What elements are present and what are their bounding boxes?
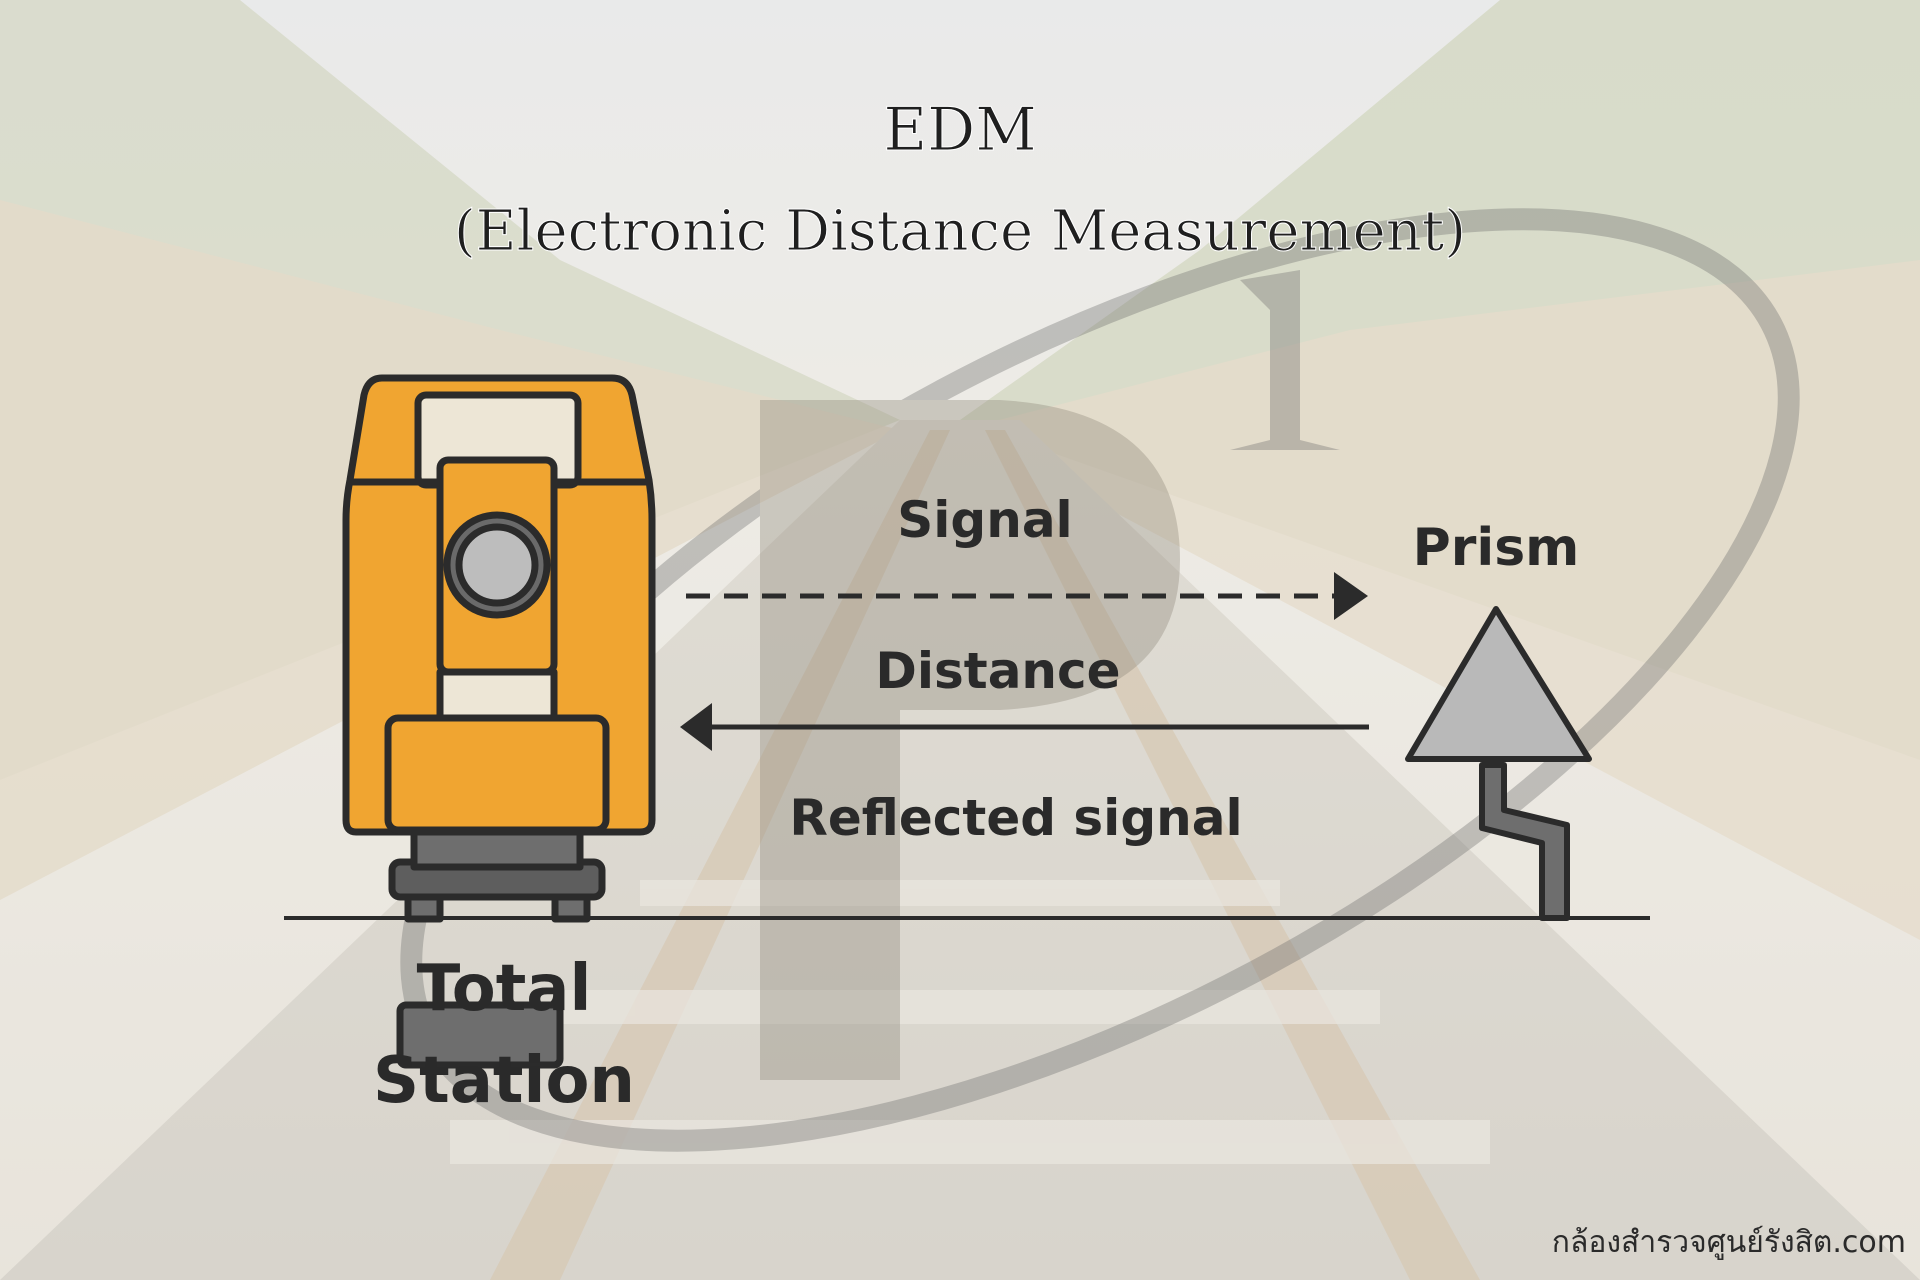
signal-label: Signal [897, 491, 1072, 549]
site-watermark: กล้องสำรวจศูนย์รังสิต.com [1552, 1225, 1906, 1260]
distance-label: Distance [875, 642, 1120, 700]
reflected-signal-label: Reflected signal [789, 789, 1242, 847]
total-station-icon [342, 374, 656, 1069]
prism-label: Prism [1413, 518, 1580, 578]
reflected-signal-arrow [680, 703, 1369, 751]
prism-icon [1405, 606, 1592, 921]
title-line-2: (Electronic Distance Measurement) [454, 199, 1466, 264]
signal-arrow [686, 572, 1368, 620]
total-station-label-line-1: Total [417, 952, 592, 1026]
title-line-1: EDM [883, 95, 1036, 165]
total-station-label-line-2: Station [373, 1044, 635, 1118]
